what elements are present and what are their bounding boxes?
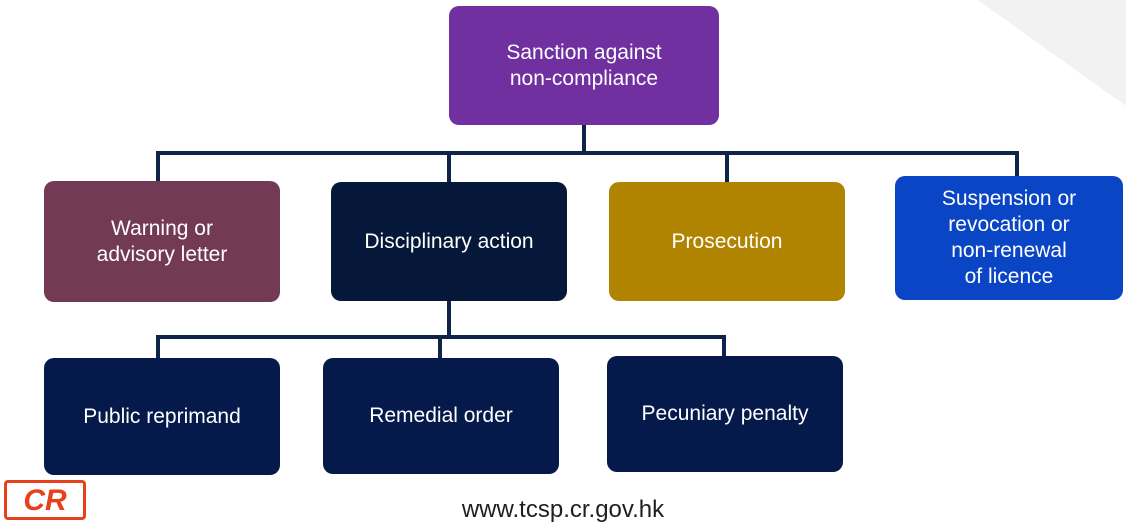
node-warning-or-advisory-letter: Warning or advisory letter (44, 181, 280, 302)
node-pecuniary-penalty: Pecuniary penalty (607, 356, 843, 472)
node-sanction-against-non-compliance: Sanction against non-compliance (449, 6, 719, 125)
cr-logo: CR (4, 480, 86, 520)
node-public-reprimand: Public reprimand (44, 358, 280, 475)
node-prosecution: Prosecution (609, 182, 845, 301)
website-url: www.tcsp.cr.gov.hk (461, 496, 665, 523)
node-remedial-order: Remedial order (323, 358, 559, 474)
node-suspension-revocation-non-renewal: Suspension or revocation or non-renewal … (895, 176, 1123, 300)
node-disciplinary-action: Disciplinary action (331, 182, 567, 301)
cr-logo-mark: CR (23, 484, 67, 516)
cr-logo-text: CR (23, 484, 67, 516)
